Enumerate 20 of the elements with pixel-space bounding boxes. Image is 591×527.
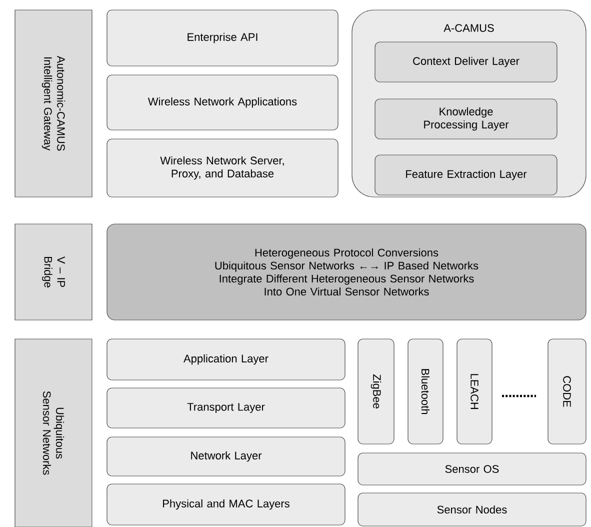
protocol-box: Bluetooth: [408, 338, 444, 444]
layer-box: Enterprise API: [106, 10, 338, 66]
protocol-box: LEACH: [456, 338, 492, 444]
side-label-box: Autonomic-CAMUS Intelligent Gateway: [14, 10, 92, 198]
protocol-band: Heterogeneous Protocol Conversions Ubiquitous Sensor Networks ←→ IP Based Networks Integrate Different Heterogeneous Sensor Networks Into One Virtual Sensor Networks: [106, 224, 586, 320]
layer-box: Feature Extraction Layer: [374, 154, 558, 196]
side-label-box: Ubiquitous Sensor Networks: [14, 338, 92, 527]
layer-box: Physical and MAC Layers: [106, 484, 346, 526]
layer-box: Sensor OS: [358, 452, 586, 486]
layer-box: Network Layer: [106, 436, 346, 476]
layer-box: Wireless Network Applications: [106, 74, 338, 130]
protocol-box: CODE: [548, 338, 586, 444]
layer-box: Knowledge Processing Layer: [374, 98, 558, 140]
protocol-box: ZigBee: [358, 338, 394, 444]
layer-box: Application Layer: [106, 338, 346, 380]
layer-box: Sensor Nodes: [358, 492, 586, 526]
side-label-box: V – IP Bridge: [14, 224, 92, 320]
layer-box: Context Deliver Layer: [374, 42, 558, 82]
layer-box: Transport Layer: [106, 388, 346, 428]
layer-box: Wireless Network Server, Proxy, and Database: [106, 138, 338, 198]
